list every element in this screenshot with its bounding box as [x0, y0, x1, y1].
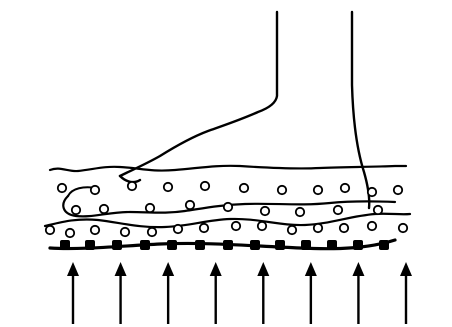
- foam-bubble: [91, 226, 99, 234]
- foam-bubble: [368, 188, 376, 196]
- foam-bubble: [128, 182, 136, 190]
- foam-bubble: [334, 206, 342, 214]
- foam-bubble: [394, 186, 402, 194]
- foam-bubble: [58, 184, 66, 192]
- foam-bubble: [200, 224, 208, 232]
- foam-bubble: [288, 226, 296, 234]
- pressure-arrow: [115, 262, 127, 324]
- leg-front-line: [120, 12, 277, 176]
- arrow-head-icon: [210, 262, 222, 276]
- pressure-arrow: [210, 262, 222, 324]
- pressure-arrow: [67, 262, 79, 324]
- foam-bubble: [224, 203, 232, 211]
- arrow-head-icon: [162, 262, 174, 276]
- sole-stud: [195, 240, 205, 250]
- pressure-arrows: [67, 262, 412, 324]
- arrow-head-icon: [305, 262, 317, 276]
- pressure-arrow: [257, 262, 269, 324]
- sole-stud: [301, 240, 311, 250]
- foam-bubble: [240, 184, 248, 192]
- foam-bubble: [174, 225, 182, 233]
- cushion-top-surface: [50, 166, 406, 171]
- foam-bubble: [146, 204, 154, 212]
- foam-bubble: [121, 228, 129, 236]
- foam-bubbles: [46, 182, 407, 237]
- sole-stud: [167, 240, 177, 250]
- arrow-head-icon: [115, 262, 127, 276]
- foam-bubble: [91, 186, 99, 194]
- foam-bubble: [232, 222, 240, 230]
- sole-stud: [327, 240, 337, 250]
- sole-stud: [379, 240, 389, 250]
- foam-bubble: [278, 186, 286, 194]
- foam-bubble: [72, 206, 80, 214]
- pressure-arrow: [352, 262, 364, 324]
- sole-stud: [353, 240, 363, 250]
- sole-stud: [250, 240, 260, 250]
- arrow-head-icon: [400, 262, 412, 276]
- pressure-arrow: [400, 262, 412, 324]
- foot-outline: [120, 12, 369, 208]
- pressure-arrow: [305, 262, 317, 324]
- foam-bubble: [186, 201, 194, 209]
- foam-bubble: [164, 183, 172, 191]
- arrow-head-icon: [352, 262, 364, 276]
- sole-stud: [112, 240, 122, 250]
- sole-stud: [223, 240, 233, 250]
- foam-bubble: [66, 229, 74, 237]
- foam-bubble: [261, 207, 269, 215]
- foam-bubble: [368, 222, 376, 230]
- pressure-arrow: [162, 262, 174, 324]
- sole-stud: [60, 240, 70, 250]
- foam-bubble: [201, 182, 209, 190]
- sole-stud: [275, 240, 285, 250]
- foam-bubble: [399, 224, 407, 232]
- foam-bubble: [314, 224, 322, 232]
- sole-stud: [85, 240, 95, 250]
- foam-bubble: [341, 184, 349, 192]
- foam-bubble: [148, 228, 156, 236]
- foam-bubble: [314, 186, 322, 194]
- foam-bubble: [340, 224, 348, 232]
- foam-bubble: [296, 208, 304, 216]
- sole-base: [50, 240, 395, 249]
- foam-bubble: [100, 205, 108, 213]
- sole-stud: [140, 240, 150, 250]
- arrow-head-icon: [257, 262, 269, 276]
- foam-bubble: [46, 226, 54, 234]
- foam-bubble: [374, 206, 382, 214]
- arrow-head-icon: [67, 262, 79, 276]
- toe-curve: [120, 176, 140, 182]
- foam-bubble: [258, 222, 266, 230]
- leg-back-line: [352, 12, 369, 208]
